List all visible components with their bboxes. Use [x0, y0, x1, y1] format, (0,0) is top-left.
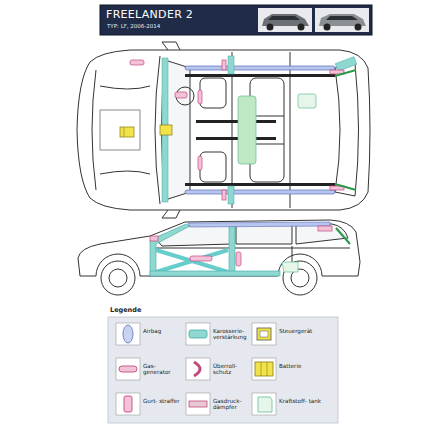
diagram-title: FREELANDER 2	[106, 8, 193, 21]
legend-text: Kraftstoff- tank	[279, 398, 331, 404]
legend-text: Gasdruck- dämpfer	[213, 398, 251, 411]
legend-heading: Legende	[110, 306, 141, 314]
legend-text: Airbag	[143, 328, 183, 334]
legend-panel	[108, 317, 338, 423]
car-photo	[258, 8, 312, 32]
legend-text: Gurt- straffer	[143, 398, 183, 404]
top-view	[77, 42, 370, 218]
legend-symbols	[116, 323, 276, 415]
legend-text: Steuergerät	[279, 328, 331, 334]
legend-text: Karosserie- verstärkung	[213, 328, 251, 341]
legend-text: Überroll- schutz	[213, 363, 251, 376]
title-band	[100, 5, 372, 35]
top-components	[120, 56, 357, 204]
legend-text: Batterie	[279, 363, 331, 369]
subtitle: TYP: LF, 2006-2014	[107, 23, 160, 29]
legend-text: Gas- generator	[143, 363, 183, 376]
side-components	[150, 222, 350, 276]
side-view	[78, 220, 360, 295]
car-photo	[315, 8, 369, 32]
